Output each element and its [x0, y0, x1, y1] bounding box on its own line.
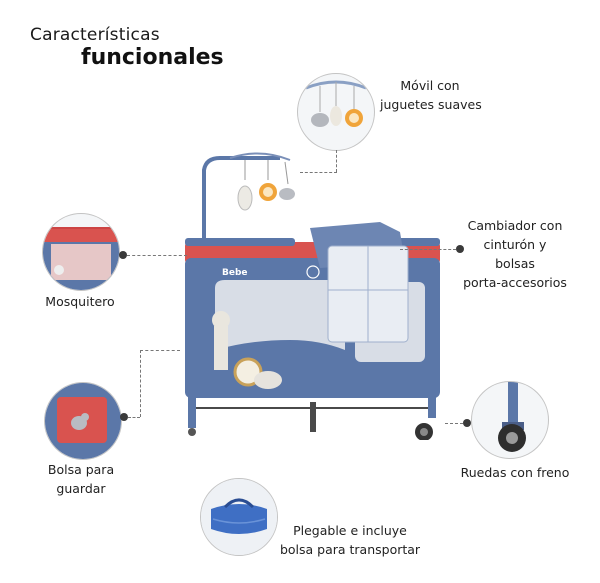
- title-line-1: Características: [30, 25, 160, 45]
- mosquito-net-detail-circle: [42, 213, 120, 291]
- foldable-label-line: Plegable e incluye: [293, 523, 407, 538]
- mosquito-net-label: Mosquitero: [40, 292, 120, 311]
- changer-label-line: cinturón y: [483, 237, 547, 252]
- storage-bag-label-line: Bolsa para: [47, 462, 115, 477]
- svg-text:Bebe: Bebe: [222, 268, 248, 278]
- foldable-label: Plegable e incluye bolsa para transporta…: [270, 521, 430, 559]
- wheels-label: Ruedas con freno: [455, 463, 575, 482]
- playard-illustration: Bebe: [185, 152, 440, 440]
- changer-label-line: porta-accesorios: [463, 275, 567, 290]
- changer-label: Cambiador con cinturón y bolsas porta-ac…: [455, 216, 575, 292]
- connector-line: [445, 423, 463, 424]
- storage-bag-label-line: guardar: [56, 481, 106, 496]
- connector-line: [140, 350, 141, 417]
- title-line-2: funcionales: [81, 45, 224, 70]
- wheels-detail-circle: [471, 381, 549, 459]
- connector-line: [127, 255, 187, 256]
- wheels-label-line: Ruedas con freno: [460, 465, 570, 480]
- connector-line: [140, 350, 180, 351]
- callout-dot: [120, 413, 128, 421]
- storage-bag-label: Bolsa para guardar: [36, 460, 126, 498]
- folded-bag-detail-circle: [200, 478, 278, 556]
- mobile-label: Móvil con juguetes suaves: [380, 76, 482, 114]
- callout-dot: [456, 245, 464, 253]
- callout-dot: [463, 419, 471, 427]
- changer-label-line: bolsas: [495, 256, 535, 271]
- connector-line: [400, 249, 456, 250]
- connector-line: [128, 417, 140, 418]
- connector-line: [300, 172, 337, 173]
- connector-line: [336, 150, 337, 172]
- storage-bag-detail-circle: [44, 382, 122, 460]
- changer-label-line: Cambiador con: [467, 218, 563, 233]
- mosquito-net-label-line: Mosquitero: [45, 294, 115, 309]
- mobile-detail-circle: [297, 73, 375, 151]
- callout-dot: [119, 251, 127, 259]
- mobile-label-line: Móvil con: [400, 78, 460, 93]
- foldable-label-line: bolsa para transportar: [279, 542, 421, 557]
- mobile-label-line: juguetes suaves: [380, 97, 482, 112]
